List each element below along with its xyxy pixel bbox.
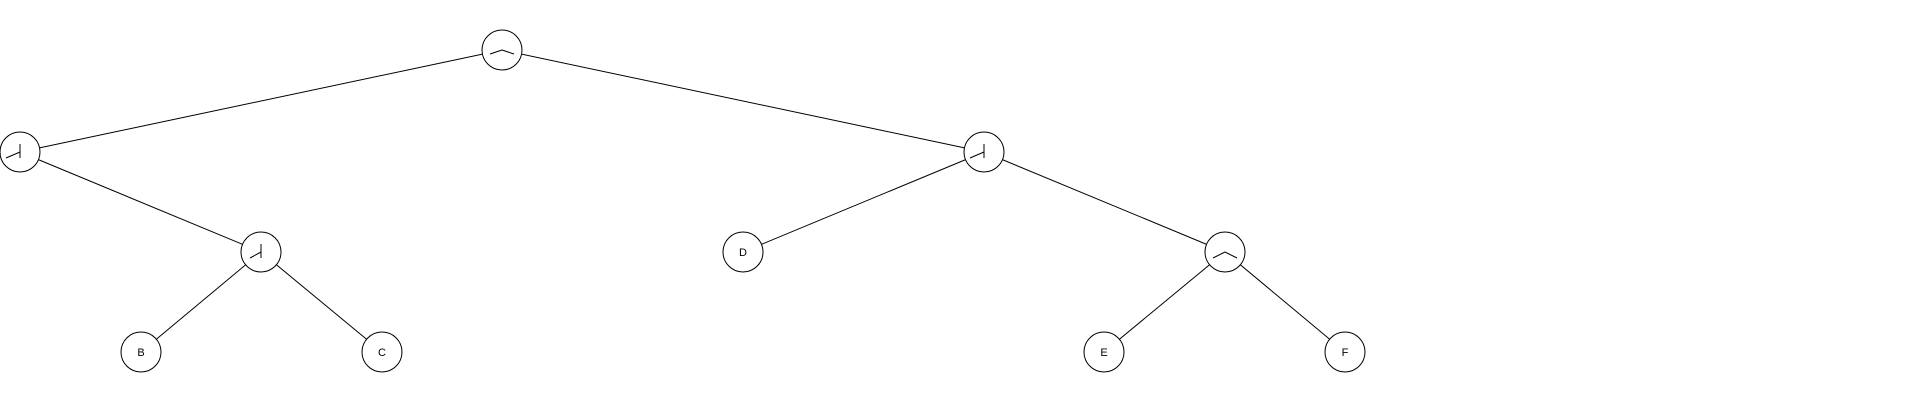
tree-node-n3: [240, 231, 282, 273]
edges: [19, 49, 1346, 353]
edge-n4-E: [1103, 251, 1226, 353]
edge-n1-n3: [19, 151, 262, 253]
node-stroke: [489, 49, 503, 55]
node-stroke: [249, 251, 262, 259]
edge-root-n1: [19, 49, 503, 153]
node-label: D: [739, 247, 747, 259]
tree-node-c: C: [361, 331, 403, 373]
edge-n2-n4: [983, 151, 1226, 253]
edge-root-n2: [501, 49, 985, 153]
node-label: E: [1100, 347, 1107, 359]
tree-node-n1: [0, 131, 41, 173]
node-label: F: [1342, 347, 1349, 359]
node-label: C: [378, 347, 386, 359]
edge-n2-D: [742, 151, 985, 253]
node-stroke: [5, 151, 21, 159]
edge-n3-B: [140, 251, 262, 353]
node-stroke: [1212, 251, 1226, 259]
node-stroke: [1224, 251, 1238, 259]
tree-node-n4: [1204, 231, 1246, 273]
node-stroke: [501, 49, 515, 55]
tree-node-n2: [963, 131, 1005, 173]
node-stroke: [969, 151, 985, 159]
tree-node-b: B: [120, 331, 162, 373]
node-label: B: [137, 347, 144, 359]
tree-node-d: D: [722, 231, 764, 273]
tree-node-f: F: [1324, 331, 1366, 373]
edge-n3-C: [260, 251, 383, 353]
tree-node-e: E: [1083, 331, 1125, 373]
tree-node-root: [481, 29, 523, 71]
edge-n4-F: [1224, 251, 1346, 353]
